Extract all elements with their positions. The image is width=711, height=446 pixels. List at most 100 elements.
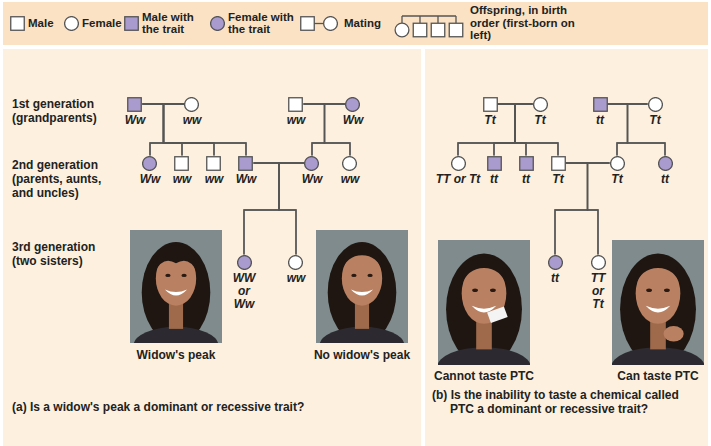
pedigree-line	[588, 163, 610, 255]
pedigree-line	[498, 104, 527, 156]
pedigree-line	[143, 104, 164, 156]
circle-symbol	[324, 16, 338, 30]
panel	[3, 49, 421, 446]
pedigree-symbol	[304, 156, 319, 171]
square-symbol	[301, 16, 315, 30]
circle-symbol	[289, 255, 303, 269]
question-text: (b) Is the inability to taste a chemical…	[432, 388, 704, 416]
pedigree-symbol	[551, 156, 566, 171]
pedigree-symbol	[451, 156, 466, 171]
pedigree-symbol	[533, 97, 548, 112]
genotype: ww	[205, 173, 224, 186]
genotype: Tt	[649, 114, 660, 127]
sibling-bar	[402, 15, 456, 16]
pedigree-symbol	[288, 97, 303, 112]
sibling-drop	[455, 16, 456, 23]
photo-caption: No widow's peak	[314, 348, 410, 362]
pedigree-symbol	[342, 156, 357, 171]
genotype: tt	[596, 114, 604, 127]
genotype: tt	[551, 272, 559, 285]
photo-caption: Widow's peak	[137, 348, 216, 362]
pedigree-line	[458, 104, 515, 156]
legend-swatch	[64, 16, 79, 31]
circle-symbol	[237, 255, 251, 269]
genotype: ww	[173, 173, 192, 186]
genotype: Tt	[552, 173, 563, 186]
legend-text: Male	[28, 17, 54, 30]
square-symbol	[11, 16, 25, 30]
legend-swatch	[10, 16, 25, 31]
mating-line	[314, 22, 323, 23]
genotype: Ww	[140, 173, 161, 186]
pedigree-line	[164, 104, 185, 156]
pedigree-symbol	[142, 156, 157, 171]
square-symbol	[483, 97, 497, 111]
circle-symbol	[211, 16, 225, 30]
generation-label: 1st generation (grandparents)	[12, 97, 120, 125]
genotype: tt	[490, 173, 498, 186]
square-symbol	[128, 97, 142, 111]
pedigree-line	[498, 104, 559, 156]
square-symbol	[551, 156, 565, 170]
genotype: ww	[183, 114, 202, 127]
pedigree-line	[628, 104, 666, 156]
genotype: TT or Tt	[591, 272, 606, 311]
circle-symbol	[548, 255, 562, 269]
affected-male-symbol: tt	[593, 97, 608, 127]
photo-caption: Cannot taste PTC	[434, 369, 534, 383]
square-symbol	[175, 156, 189, 170]
sibling-drop	[419, 16, 420, 23]
female-symbol: Tt	[533, 97, 548, 127]
genotype: Ww	[236, 173, 257, 186]
pedigree-symbol	[593, 97, 608, 112]
female-symbol: Tt	[610, 156, 625, 186]
male-symbol: Tt	[551, 156, 566, 186]
pedigree-line	[279, 163, 305, 255]
pedigree-line	[325, 104, 351, 156]
circle-symbol	[65, 16, 79, 30]
pedigree-symbol	[487, 156, 502, 171]
question-text: (a) Is a widow's peak a dominant or rece…	[12, 400, 416, 414]
sibling-drop	[401, 16, 402, 23]
pedigree-symbol	[127, 97, 142, 112]
sibling-drop	[437, 16, 438, 23]
pedigree-line	[494, 104, 515, 156]
circle-symbol	[305, 156, 319, 170]
pedigree-line	[608, 104, 666, 156]
affected-female-symbol: Ww	[140, 156, 161, 186]
legend-swatch	[300, 16, 338, 31]
circle-symbol	[395, 23, 409, 37]
affected-female-symbol: tt	[548, 255, 563, 285]
affected-male-symbol: tt	[519, 156, 534, 186]
genotype: Tt	[534, 114, 545, 127]
genotype: TT or Tt	[436, 173, 481, 186]
square-symbol	[289, 97, 303, 111]
pedigree-symbol	[548, 255, 563, 270]
circle-symbol	[533, 97, 547, 111]
genotype: ww	[287, 272, 306, 285]
legend-text: Offspring, in birth order (first-born on…	[470, 4, 582, 42]
genotype: Tt	[484, 114, 495, 127]
square-symbol	[519, 156, 533, 170]
legend-text: Male with the trait	[142, 11, 204, 36]
pedigree-symbol	[238, 156, 253, 171]
genotype: tt	[522, 173, 530, 186]
male-symbol: ww	[287, 97, 306, 127]
legend-text: Female	[82, 17, 122, 30]
circle-symbol	[591, 255, 605, 269]
legend-swatch	[124, 16, 139, 31]
genotype: ww	[287, 114, 306, 127]
affected-female-symbol: tt	[658, 156, 673, 186]
pedigree-symbol	[610, 156, 625, 171]
genotype: Ww	[302, 173, 323, 186]
legend-text: Mating	[344, 17, 381, 30]
male-symbol: ww	[205, 156, 224, 186]
photo	[433, 240, 536, 387]
genotype: ww	[341, 173, 360, 186]
pedigree-line	[458, 104, 533, 156]
male-symbol: ww	[173, 156, 192, 186]
square-symbol	[207, 156, 221, 170]
square-symbol	[239, 156, 253, 170]
